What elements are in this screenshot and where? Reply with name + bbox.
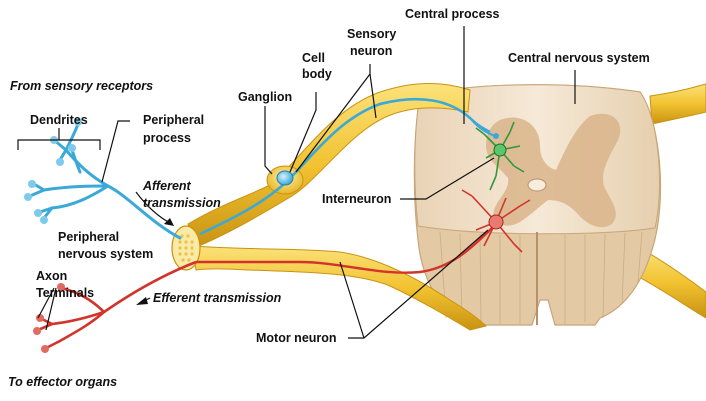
label-interneuron: Interneuron [322, 192, 391, 206]
interneuron-cell [475, 121, 525, 191]
label-dendrites: Dendrites [30, 113, 88, 127]
label-pns-line1: Peripheral [58, 230, 119, 244]
arrowheads [136, 218, 174, 305]
label-from-sensory-receptors: From sensory receptors [10, 79, 153, 93]
label-motor-neuron: Motor neuron [256, 331, 337, 345]
label-to-effector-organs: To effector organs [8, 375, 117, 389]
label-axon-terminals-line1: Axon [36, 269, 67, 283]
label-peripheral-process-line1: Peripheral [143, 113, 204, 127]
label-afferent-line1: Afferent [142, 179, 192, 193]
label-efferent: Efferent transmission [153, 291, 282, 305]
leader-lines [17, 26, 576, 339]
label-ganglion: Ganglion [238, 90, 292, 104]
labels: From sensory receptors Dendrites Periphe… [8, 7, 650, 389]
label-peripheral-process-line2: process [143, 131, 191, 145]
sensory-neuron [199, 97, 499, 236]
motor-cell-body [488, 214, 504, 230]
label-central-process: Central process [405, 7, 500, 21]
sensory-cell-body [276, 170, 294, 186]
label-cns: Central nervous system [508, 51, 650, 65]
spinal-cord [413, 84, 662, 326]
label-cell-line2: body [302, 67, 332, 81]
label-cell-line1: Cell [302, 51, 325, 65]
right-exit-nerves [629, 83, 706, 319]
label-sensory-line2: neuron [350, 44, 392, 58]
label-axon-terminals-line2: Terminals [36, 286, 94, 300]
label-sensory-line1: Sensory [347, 27, 396, 41]
label-afferent-line2: transmission [143, 196, 221, 210]
label-pns-line2: nervous system [58, 247, 153, 261]
dendrite-tips [24, 118, 82, 224]
